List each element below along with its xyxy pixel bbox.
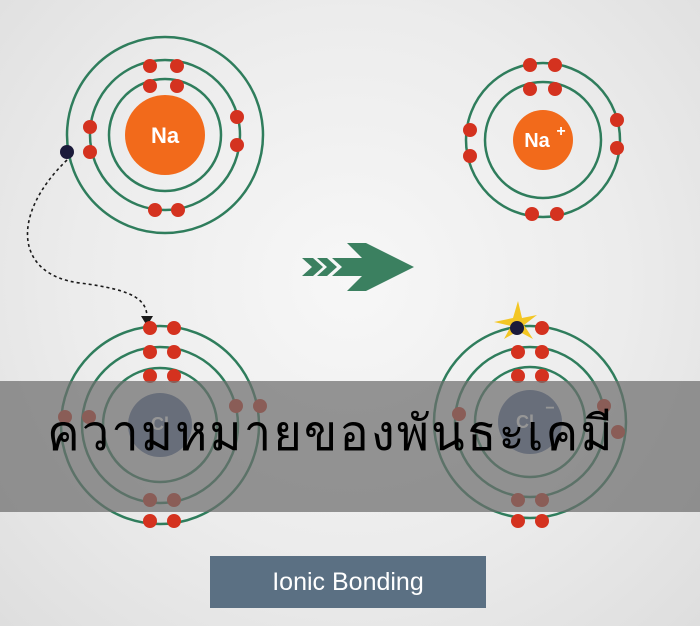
electron [167,321,181,335]
electron [170,79,184,93]
electron [148,203,162,217]
na-ion-electrons [463,58,624,221]
caption-box: Ionic Bonding [210,556,486,608]
electron [511,369,525,383]
na-ion-symbol: Na [524,130,550,152]
electron [171,203,185,217]
received-electron [510,321,524,335]
na-neutral-atom: Na [60,35,265,235]
electron [548,82,562,96]
electron [610,113,624,127]
electron [535,345,549,359]
electron [550,207,564,221]
na-ion: Na + [463,58,624,221]
spark-icon [494,301,537,339]
electron [167,369,181,383]
electron [167,345,181,359]
electron [463,149,477,163]
arrow-stripe [302,258,323,276]
na-ion-orbit-1 [483,80,603,200]
electron [143,369,157,383]
electron [143,514,157,528]
electron [511,514,525,528]
na-ion-nucleus [513,110,573,170]
na-ion-charge: + [556,123,565,140]
electron [535,369,549,383]
electron [610,141,624,155]
banner-title: ความหมายของพันธะเคมี [47,405,615,462]
na-neutral-electrons [83,59,244,217]
electron [523,58,537,72]
electron [463,123,477,137]
na-neutral-symbol: Na [151,123,180,148]
electron [167,514,181,528]
electron [230,138,244,152]
electron [525,207,539,221]
electron [170,59,184,73]
na-neutral-nucleus [125,95,205,175]
caption-label: Ionic Bonding [272,568,424,596]
transferred-electron [60,145,74,159]
electron-transfer-arrowhead [141,316,153,326]
electron [535,514,549,528]
arrow-body [332,243,414,291]
electron [143,79,157,93]
na-neutral-orbit-1 [107,77,223,193]
arrow-stripe [317,258,337,276]
title-banner [0,381,700,512]
electron [535,321,549,335]
electron [83,120,97,134]
electron [143,321,157,335]
reaction-arrow [302,243,414,291]
electron [83,145,97,159]
electron [143,345,157,359]
na-ion-orbit-2 [464,61,622,219]
na-neutral-orbit-3 [65,35,265,235]
electron [511,345,525,359]
electron [230,110,244,124]
electron-transfer-path [26,159,148,321]
electron [548,58,562,72]
electron [143,59,157,73]
na-neutral-orbit-2 [88,58,242,212]
electron [523,82,537,96]
